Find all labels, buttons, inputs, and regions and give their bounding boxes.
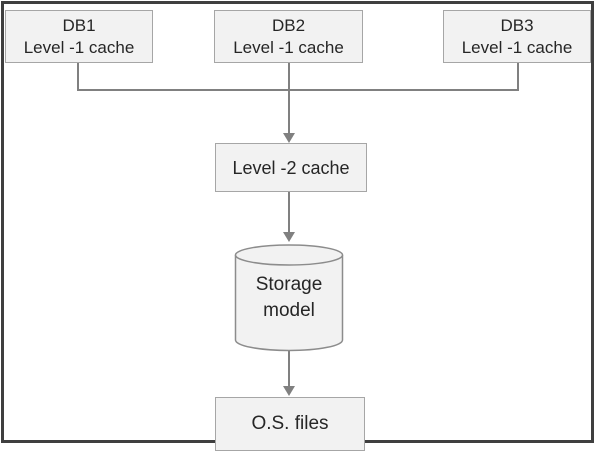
node-db1-title: DB1 <box>62 15 96 35</box>
node-db2-subtitle: Level -1 cache <box>233 37 344 57</box>
node-db1-level1-cache: DB1 Level -1 cache <box>5 10 153 63</box>
node-db1-subtitle: Level -1 cache <box>23 37 135 57</box>
connector-db3-drop <box>517 63 519 91</box>
node-db2-level1-cache: DB2 Level -1 cache <box>214 10 363 63</box>
node-level2-cache: Level -2 cache <box>215 143 367 192</box>
node-db3-title: DB3 <box>500 15 534 35</box>
node-db2-title: DB2 <box>271 15 306 35</box>
cylinder-body <box>234 255 344 352</box>
connector-level2-to-storage <box>288 192 290 233</box>
node-os-files-label: O.S. files <box>251 413 329 434</box>
connector-db1-drop <box>77 63 79 91</box>
storage-model-label: Storage model <box>234 272 344 324</box>
arrowhead-into-level2-cache <box>283 133 295 143</box>
cylinder-storage-model <box>234 244 344 352</box>
arrowhead-into-os-files <box>283 386 295 396</box>
node-db3-subtitle: Level -1 cache <box>461 37 573 57</box>
node-level2-cache-label: Level -2 cache <box>232 157 350 178</box>
diagram-frame <box>1 1 594 443</box>
storage-model-line2: model <box>263 300 315 321</box>
node-db3-level1-cache: DB3 Level -1 cache <box>443 10 591 63</box>
storage-model-line1: Storage <box>255 274 323 295</box>
arrowhead-into-storage-model <box>283 232 295 242</box>
connector-storage-to-osfiles <box>288 351 290 387</box>
node-os-files: O.S. files <box>215 397 365 451</box>
connector-merge-bar <box>77 89 519 91</box>
connector-db2-to-level2 <box>288 63 290 134</box>
cylinder-top-ellipse <box>234 244 344 266</box>
